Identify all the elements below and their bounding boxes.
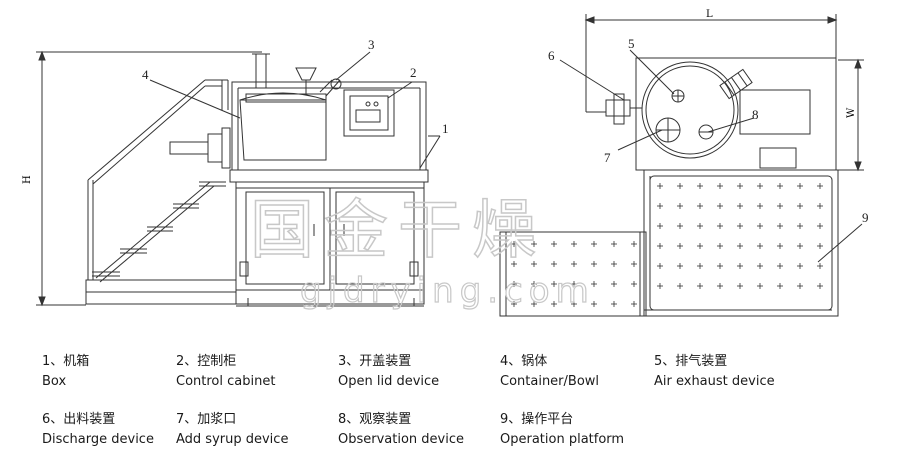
legend-zh: 5、排气装置 <box>654 354 728 369</box>
legend-item-2: 2、控制柜 Control cabinet <box>176 352 275 392</box>
control-cabinet <box>343 89 395 137</box>
legend-item-3: 3、开盖装置 Open lid device <box>338 352 439 392</box>
watermark-url: gjdrying.com <box>300 271 595 311</box>
legend-en: Air exhaust device <box>654 374 775 389</box>
top-view <box>499 14 864 317</box>
legend-item-6: 6、出料装置 Discharge device <box>42 410 154 450</box>
legend-item-4: 4、锅体 Container/Bowl <box>500 352 599 392</box>
legend-zh: 8、观察装置 <box>338 412 412 427</box>
legend-item-5: 5、排气装置 Air exhaust device <box>654 352 775 392</box>
callout-3: 3 <box>368 37 375 52</box>
callout-9: 9 <box>862 210 869 225</box>
callout-8: 8 <box>752 107 759 122</box>
operation-platform <box>499 169 839 317</box>
legend-en: Operation platform <box>500 432 625 447</box>
legend-zh: 6、出料装置 <box>42 412 116 427</box>
legend-zh: 4、锅体 <box>500 354 548 369</box>
legend-en: Container/Bowl <box>500 374 600 389</box>
legend-zh: 1、机箱 <box>42 354 90 369</box>
legend-zh: 3、开盖装置 <box>338 354 412 369</box>
legend-en: Observation device <box>338 432 464 447</box>
length-dim-label: L <box>706 9 713 20</box>
platform-texture <box>511 183 823 307</box>
legend-zh: 7、加浆口 <box>176 412 237 427</box>
callout-2: 2 <box>410 65 417 80</box>
width-dim-label: W <box>846 107 857 118</box>
legend-item-8: 8、观察装置 Observation device <box>338 410 464 450</box>
legend-item-7: 7、加浆口 Add syrup device <box>176 410 288 450</box>
callout-5: 5 <box>628 36 635 51</box>
callout-6: 6 <box>548 48 555 63</box>
watermark-chinese: 国金干燥 <box>250 194 546 268</box>
machine-cabinet <box>229 169 429 307</box>
callout-7: 7 <box>604 150 611 165</box>
side-view <box>36 50 441 307</box>
legend-zh: 2、控制柜 <box>176 354 237 369</box>
legend-en: Box <box>42 374 67 389</box>
callout-4: 4 <box>142 67 149 82</box>
legend-item-9: 9、操作平台 Operation platform <box>500 410 624 450</box>
legend-zh: 9、操作平台 <box>500 412 574 427</box>
legend-en: Add syrup device <box>176 432 289 447</box>
legend-item-1: 1、机箱 Box <box>42 352 89 392</box>
upper-bowl <box>169 53 427 171</box>
legend-en: Control cabinet <box>176 374 276 389</box>
callout-1: 1 <box>442 121 449 136</box>
height-dim-label: H <box>22 175 33 184</box>
stair-frame <box>85 79 237 305</box>
legend-en: Discharge device <box>42 432 154 447</box>
legend-en: Open lid device <box>338 374 440 389</box>
